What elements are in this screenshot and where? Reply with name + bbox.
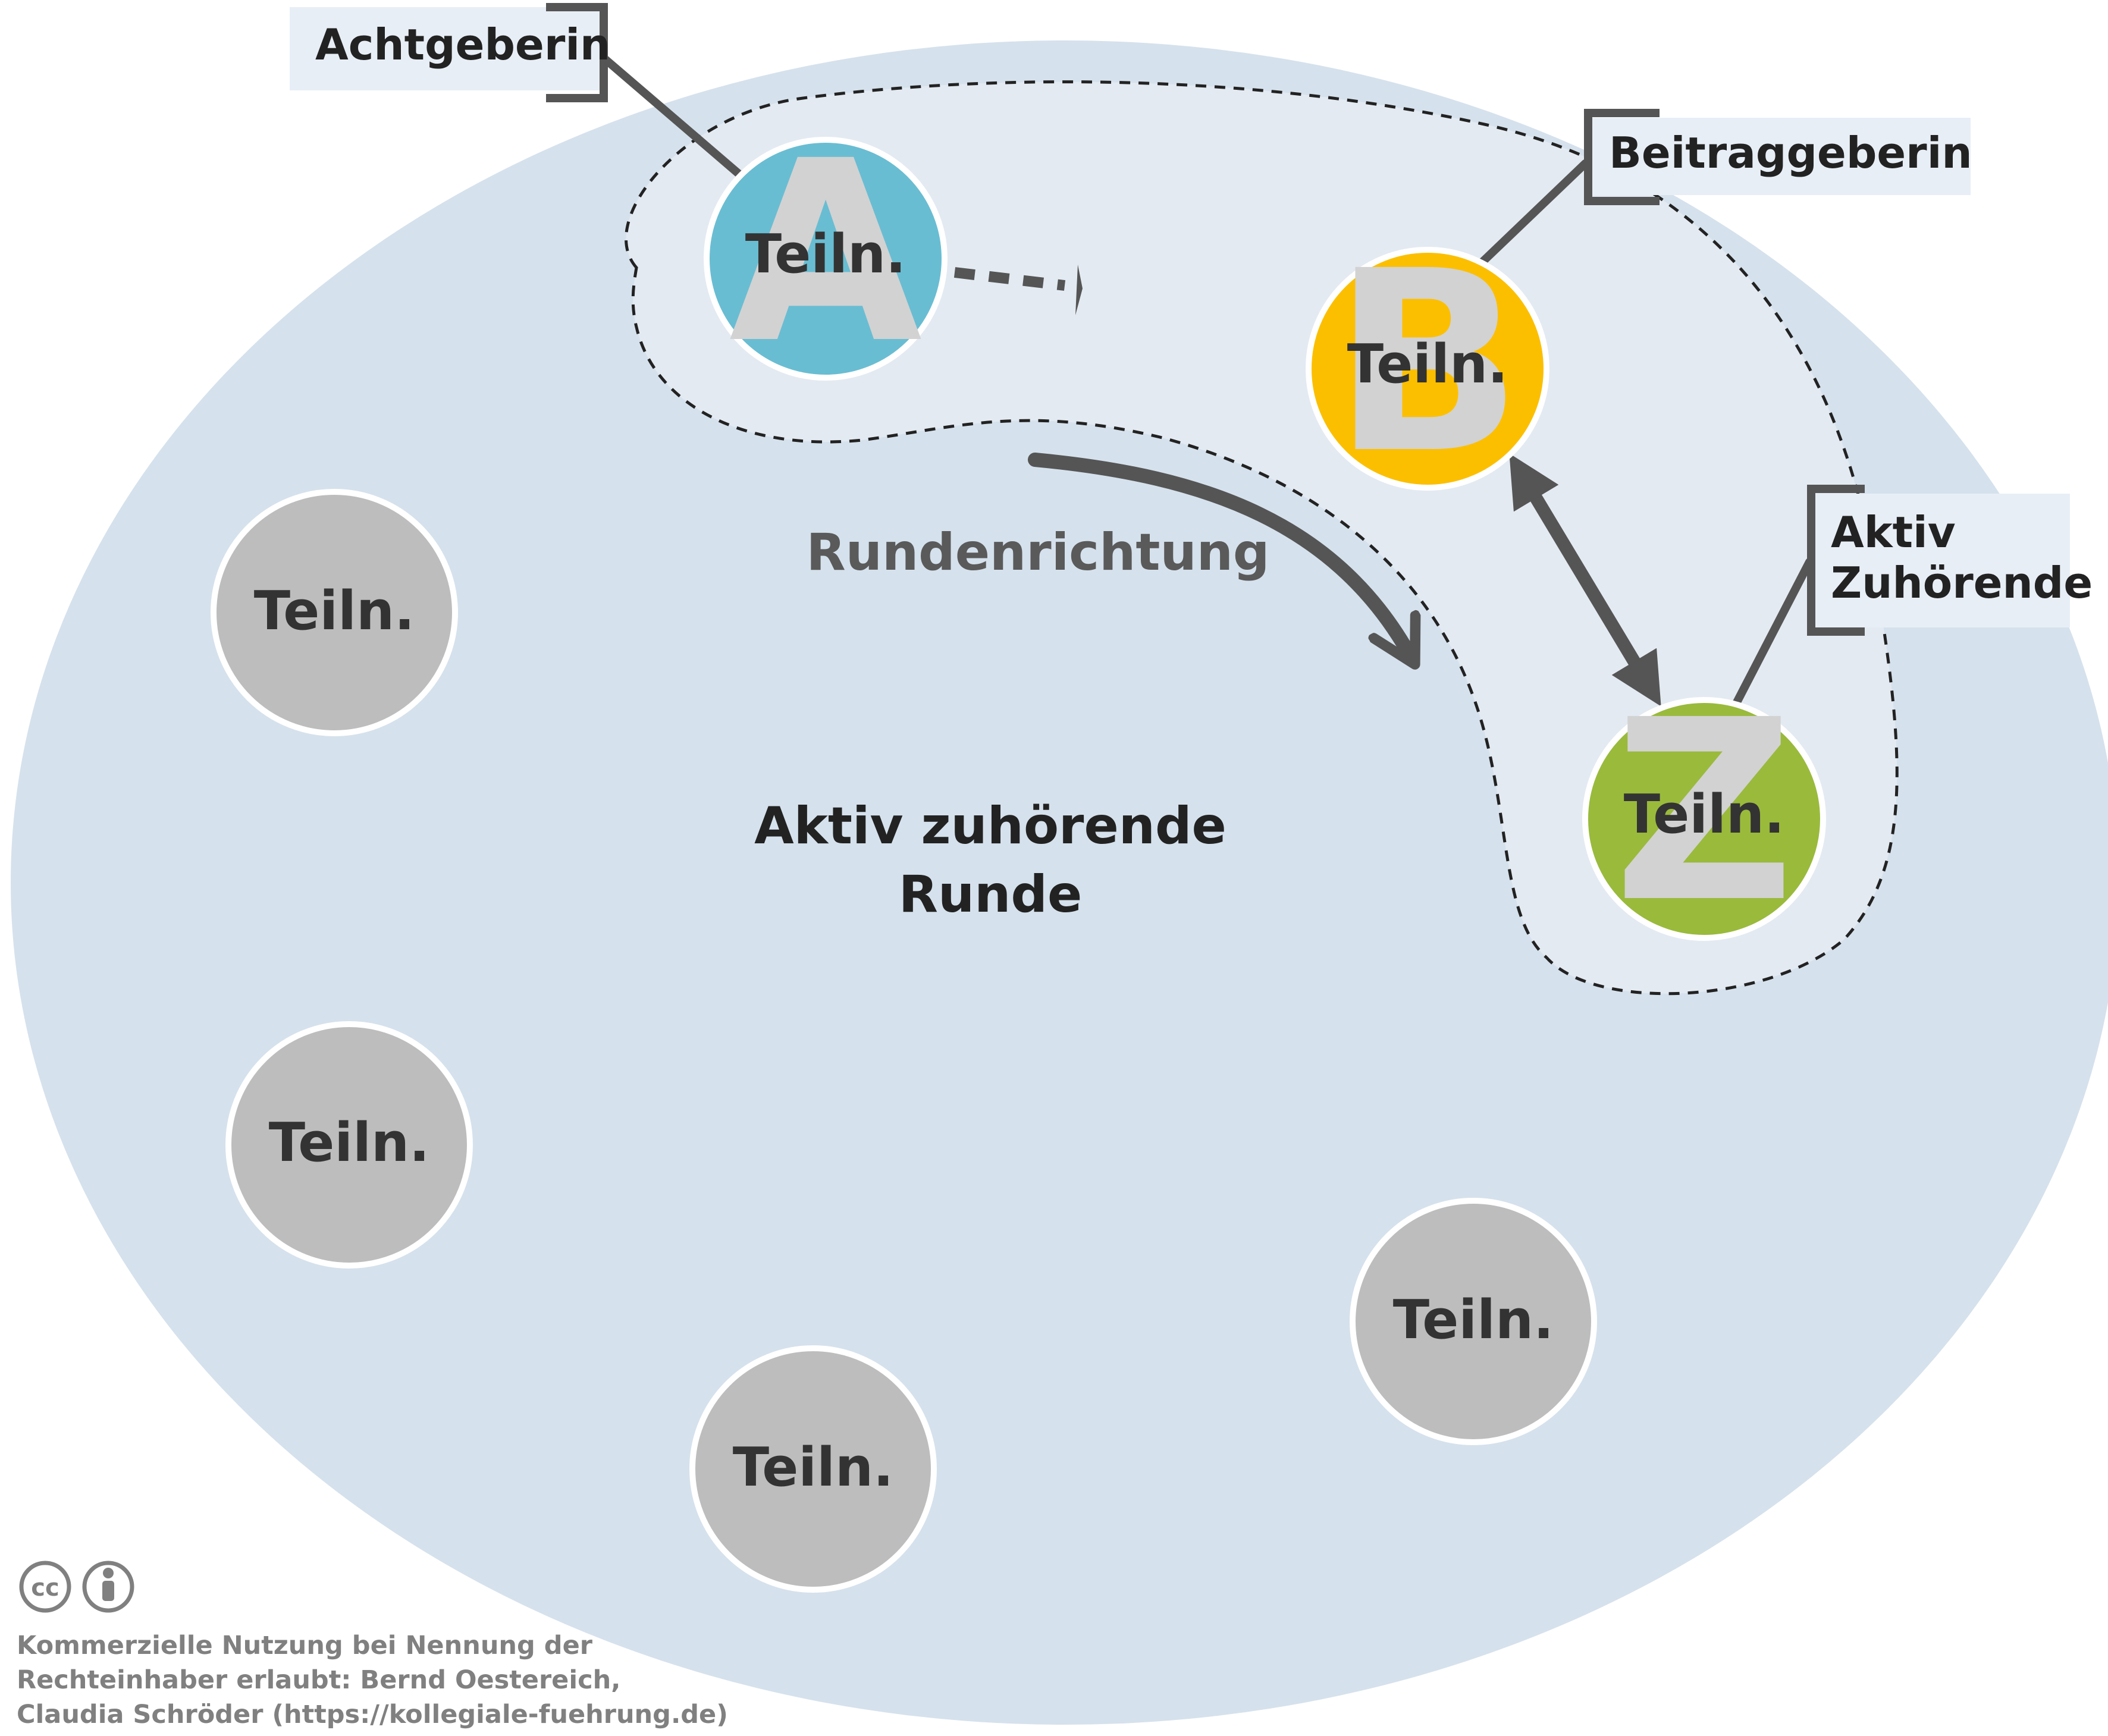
attender-bracket xyxy=(546,3,608,102)
contributor-label: Beitraggeberin xyxy=(1609,128,1972,178)
participant-label-grey-4: Teiln. xyxy=(1393,1289,1554,1351)
participant-attender: A Teiln. xyxy=(704,108,948,398)
contributor-letter: B xyxy=(1332,218,1523,508)
round-label-line1: Aktiv zuhörende xyxy=(754,796,1226,856)
cc-icon-text: cc xyxy=(31,1574,59,1602)
attention-dashed-arrow xyxy=(953,267,1066,291)
participant-label-grey-2: Teiln. xyxy=(269,1112,429,1174)
participant-label-grey-3: Teiln. xyxy=(733,1436,893,1499)
round-direction-arrow xyxy=(1028,453,1413,660)
contributor-label-box xyxy=(1584,118,1971,195)
participant-grey-3: Teiln. xyxy=(689,1345,937,1593)
participant-label-listener: Teiln. xyxy=(1624,783,1784,846)
license-line-1: Kommerzielle Nutzung bei Nennung der xyxy=(17,1631,592,1660)
license-line-2: Rechteinhaber erlaubt: Bernd Oestereich, xyxy=(17,1665,621,1695)
contributor-listener-arrow xyxy=(1509,453,1661,707)
license-text: Kommerzielle Nutzung bei Nennung der Rec… xyxy=(17,1628,730,1732)
listener-label-line1: Aktiv xyxy=(1831,507,1956,557)
cc-icon: cc xyxy=(19,1561,71,1613)
participant-label-grey-1: Teiln. xyxy=(254,580,415,642)
participant-contributor: B Teiln. xyxy=(1306,218,1549,508)
round-direction-label: Rundenrichtung xyxy=(807,523,1270,582)
participant-grey-2: Teiln. xyxy=(225,1021,473,1269)
listener-callout: Aktiv Zuhörende xyxy=(1807,485,2093,636)
attender-callout: Achtgeberin xyxy=(290,3,610,102)
listener-letter: Z xyxy=(1614,667,1795,958)
participant-grey-1: Teiln. xyxy=(211,489,458,736)
focus-area xyxy=(625,80,1899,996)
listener-bracket xyxy=(1807,485,1865,636)
attender-label-box xyxy=(290,7,605,90)
participant-listener: Z Teiln. xyxy=(1582,667,1826,958)
attention-dashed-arrow-head xyxy=(1075,265,1083,315)
participant-label-contributor: Teiln. xyxy=(1347,333,1508,395)
listener-label-line2: Zuhörende xyxy=(1831,558,2093,608)
round-label-line2: Runde xyxy=(899,865,1083,924)
participant-label-attender: Teiln. xyxy=(745,223,906,285)
contributor-callout: Beitraggeberin xyxy=(1584,109,1972,205)
by-person-icon xyxy=(82,1561,134,1613)
attender-letter: A xyxy=(729,108,924,398)
attender-label: Achtgeberin xyxy=(315,20,610,70)
participant-grey-4: Teiln. xyxy=(1350,1198,1597,1445)
contributor-bracket xyxy=(1584,109,1660,205)
listener-label-box xyxy=(1808,494,2070,627)
license-line-3: Claudia Schröder (https://kollegiale-fue… xyxy=(17,1700,728,1729)
